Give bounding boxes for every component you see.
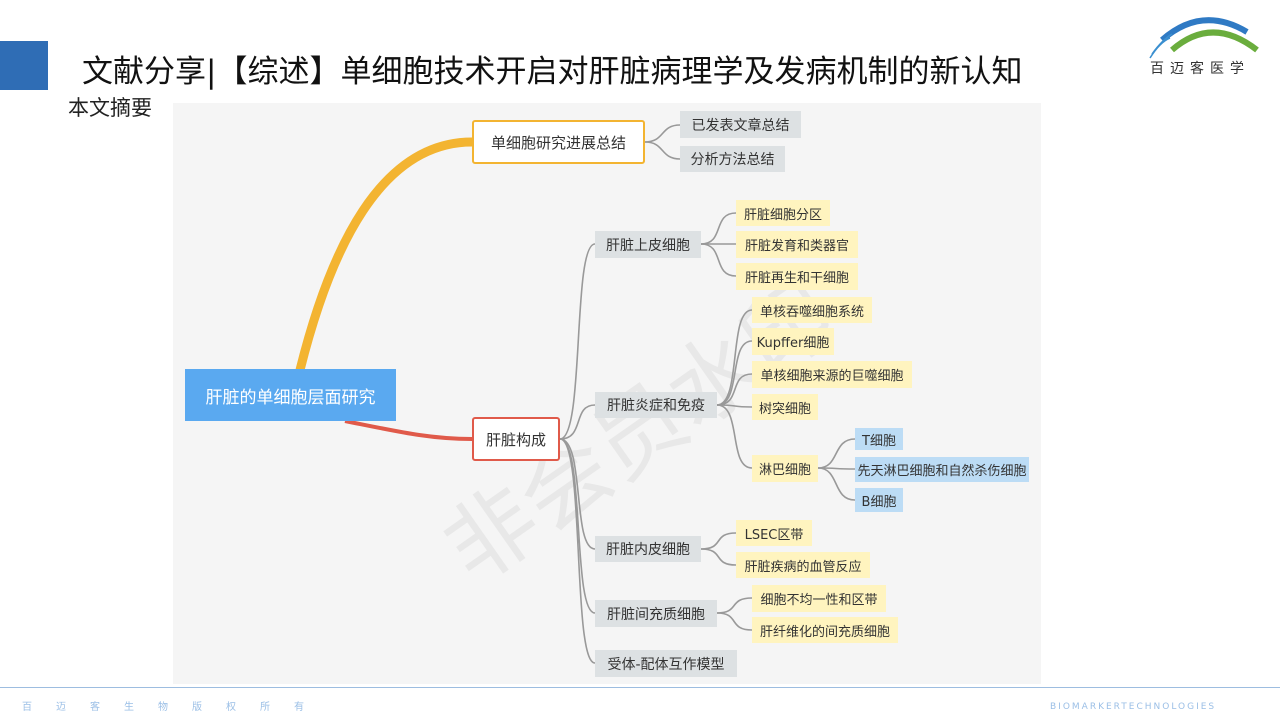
node-receptor-ligand[interactable]: 受体-配体互作模型 [595, 650, 737, 677]
footer-divider [0, 687, 1280, 688]
node-mesenchymal[interactable]: 肝脏间充质细胞 [595, 600, 717, 627]
leaf-node[interactable]: 肝脏再生和干细胞 [736, 263, 858, 290]
node-published-articles[interactable]: 已发表文章总结 [680, 111, 801, 138]
leaf-node-lymph[interactable]: T细胞 [855, 428, 903, 450]
leaf-node-lymph[interactable]: B细胞 [855, 488, 903, 512]
logo-icon [1149, 17, 1259, 59]
leaf-node[interactable]: Kupffer细胞 [752, 328, 834, 355]
leaf-node[interactable]: 肝纤维化的间充质细胞 [752, 617, 898, 643]
node-liver-composition[interactable]: 肝脏构成 [472, 417, 560, 461]
footer-copyright: 百迈客生物版权所有 [22, 702, 328, 713]
leaf-node[interactable]: 肝脏疾病的血管反应 [736, 552, 870, 578]
page-title: 文献分享|【综述】单细胞技术开启对肝脏病理学及发病机制的新认知 [82, 54, 1023, 90]
section-subtitle: 本文摘要 [68, 96, 152, 120]
footer-brand: BIOMARKERTECHNOLOGIES [1050, 702, 1217, 712]
leaf-node[interactable]: 肝脏发育和类器官 [736, 231, 858, 258]
logo-text: 百迈客医学 [1150, 61, 1250, 77]
mindmap-root-node[interactable]: 肝脏的单细胞层面研究 [185, 369, 396, 421]
leaf-node[interactable]: 树突细胞 [752, 394, 818, 420]
leaf-node[interactable]: 单核吞噬细胞系统 [752, 297, 872, 323]
leaf-node[interactable]: LSEC区带 [736, 520, 812, 546]
leaf-node[interactable]: 肝脏细胞分区 [736, 200, 830, 226]
node-immune[interactable]: 肝脏炎症和免疫 [595, 392, 717, 418]
leaf-node[interactable]: 细胞不均一性和区带 [752, 585, 886, 612]
title-accent-bar [0, 41, 48, 90]
leaf-node[interactable]: 单核细胞来源的巨噬细胞 [752, 361, 912, 388]
node-endothelial[interactable]: 肝脏内皮细胞 [595, 536, 701, 562]
node-research-progress[interactable]: 单细胞研究进展总结 [472, 120, 645, 164]
node-epithelial[interactable]: 肝脏上皮细胞 [595, 231, 701, 258]
node-analysis-methods[interactable]: 分析方法总结 [680, 146, 785, 172]
leaf-node-lymph[interactable]: 先天淋巴细胞和自然杀伤细胞 [855, 457, 1029, 482]
leaf-node[interactable]: 淋巴细胞 [752, 455, 818, 482]
